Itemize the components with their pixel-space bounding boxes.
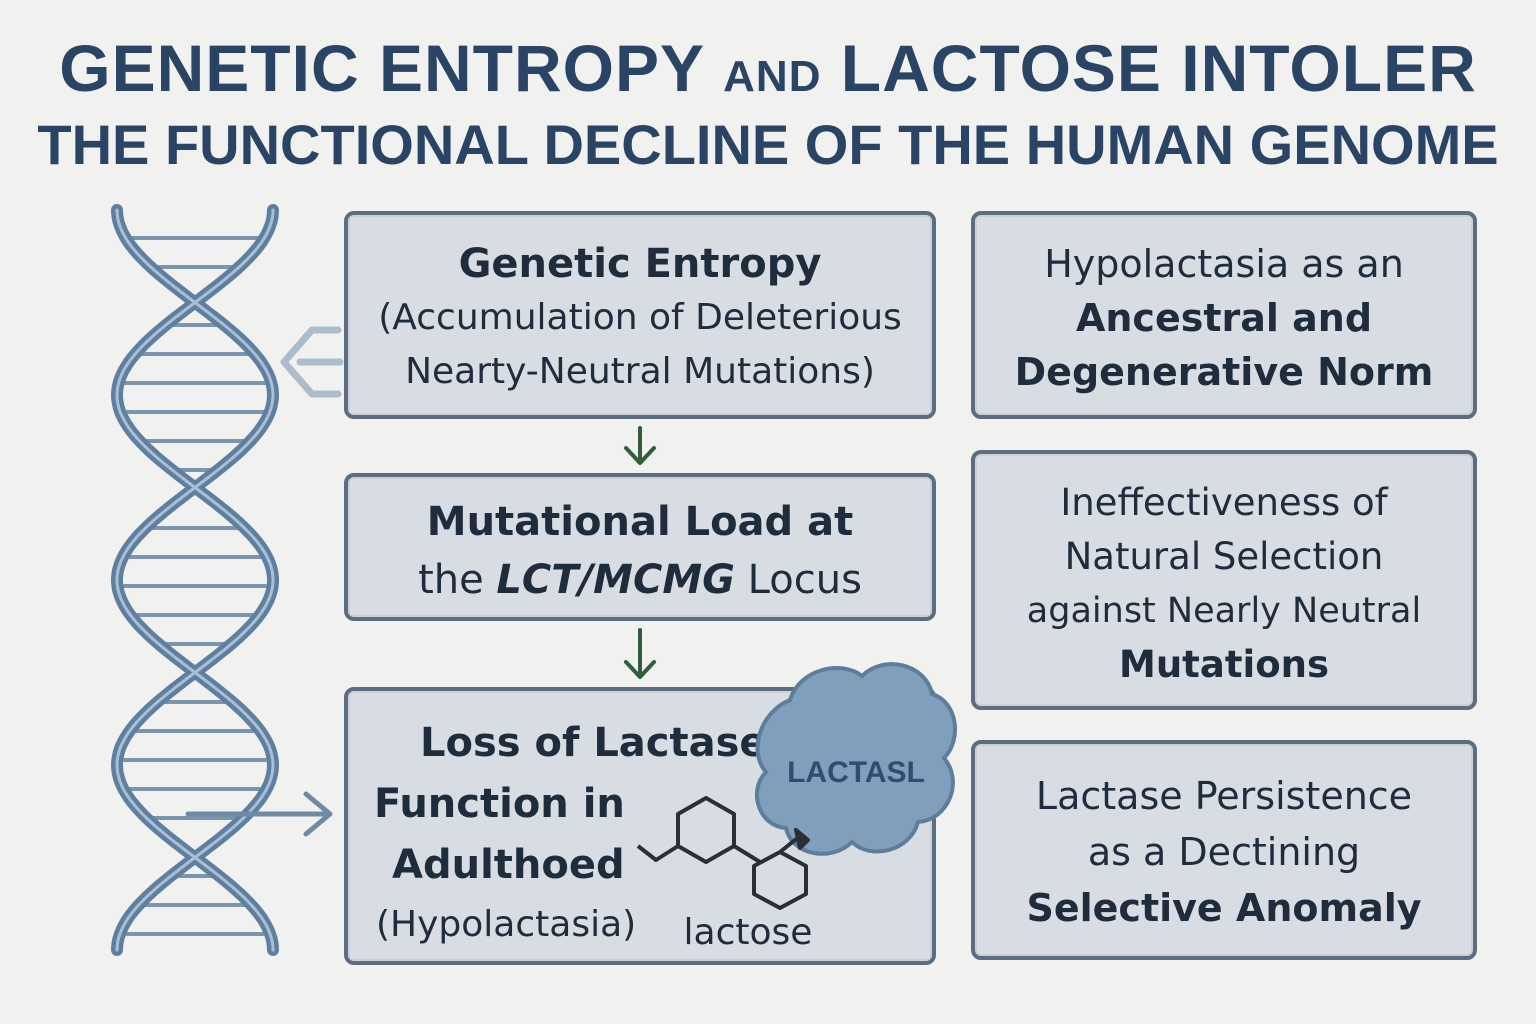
flow-arrow-down-2 xyxy=(624,628,656,679)
lactose-label: lactose xyxy=(684,912,813,953)
persistence-line3: Selective Anomaly xyxy=(1026,886,1422,930)
loss-of-lactase-text: Loss of Lactase Function in Adulthoed (H… xyxy=(374,713,767,954)
selection-line1: Ineffectiveness of xyxy=(1060,481,1388,524)
box-mutational-load: Mutational Load at the LCT/MCMG Locus xyxy=(344,473,936,621)
selection-line4: Mutations xyxy=(1119,643,1329,686)
loss-line2: Function in xyxy=(374,781,625,827)
loss-line3: Adulthoed xyxy=(392,842,625,888)
loss-line4: (Hypolactasia) xyxy=(376,904,637,945)
enzyme-blob-icon: LACTASL xyxy=(755,662,958,856)
selection-line2: Natural Selection xyxy=(1064,535,1384,578)
mutational-load-line2: the LCT/MCMG Locus xyxy=(348,551,932,609)
hypolactasia-line3: Degenerative Norm xyxy=(1014,350,1434,394)
flow-arrow-down-1 xyxy=(624,426,656,465)
box-hypolactasia-norm: Hypolactasia as an Ancestral and Degener… xyxy=(971,211,1477,419)
mutational-load-prefix: the xyxy=(418,557,497,603)
title-part1: GENETIC ENTROPY xyxy=(59,31,724,105)
lct-locus-name: LCT/MCMG xyxy=(496,557,735,603)
main-title: GENETIC ENTROPY AND LACTOSE INTOLER xyxy=(0,30,1536,106)
genetic-entropy-title: Genetic Entropy xyxy=(458,241,822,287)
mutational-load-line1: Mutational Load at xyxy=(426,499,854,545)
persistence-line2: as a Dectining xyxy=(1087,830,1361,874)
lactose-molecule-icon xyxy=(636,796,810,910)
genetic-entropy-line3: Nearty-Neutral Mutations) xyxy=(405,351,875,392)
hypolactasia-line2: Ancestral and xyxy=(1075,296,1373,340)
dna-link-arrow-top xyxy=(280,326,344,398)
enzyme-label: LACTASL xyxy=(787,756,925,789)
genetic-entropy-line2: (Accumulation of Deleterious xyxy=(378,297,902,338)
title-part2: LACTOSE INTOLER xyxy=(821,31,1477,105)
box-genetic-entropy: Genetic Entropy (Accumulation of Deleter… xyxy=(344,211,936,419)
title-and: AND xyxy=(723,52,822,101)
loss-line1: Loss of Lactase xyxy=(420,720,767,766)
box-natural-selection: Ineffectiveness of Natural Selection aga… xyxy=(971,450,1477,710)
persistence-line1: Lactase Persistence xyxy=(1035,774,1413,818)
subtitle: THE FUNCTIONAL DECLINE OF THE HUMAN GENO… xyxy=(37,113,1499,176)
dna-helix-icon xyxy=(110,204,280,956)
mutational-load-suffix: Locus xyxy=(734,557,862,603)
box-lactase-persistence: Lactase Persistence as a Dectining Selec… xyxy=(971,740,1477,960)
dna-link-arrow-bottom xyxy=(185,791,333,837)
selection-line3: against Nearly Neutral xyxy=(1026,591,1422,631)
hypolactasia-line1: Hypolactasia as an xyxy=(1044,242,1404,286)
